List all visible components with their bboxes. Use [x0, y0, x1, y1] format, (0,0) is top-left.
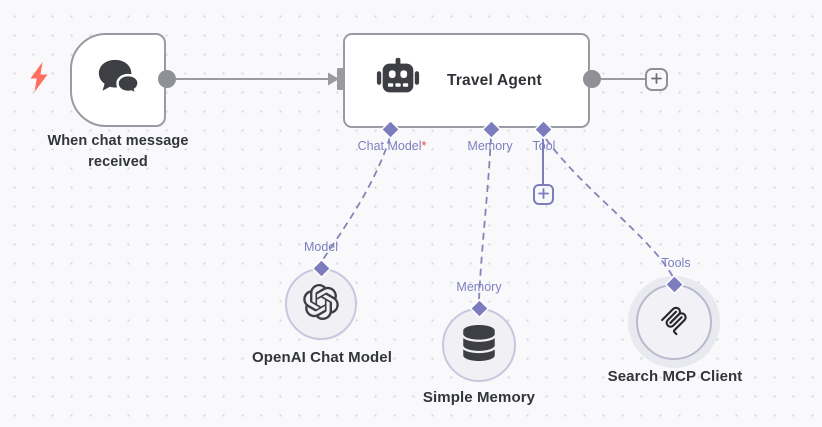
add-tool-button[interactable] — [533, 184, 554, 205]
openai-icon — [303, 283, 339, 325]
node-when-chat-message-received[interactable] — [70, 33, 166, 127]
tools-connector-label: Tools — [661, 256, 691, 270]
lightning-icon — [28, 61, 50, 98]
node-travel-agent[interactable]: Travel Agent — [343, 33, 590, 128]
agent-input-label-tool: Tool — [532, 139, 556, 153]
node-search-mcp-client[interactable] — [636, 284, 712, 360]
trigger-output-handle[interactable] — [158, 70, 176, 88]
mcp-node-label: Search MCP Client — [607, 368, 743, 385]
node-simple-memory[interactable] — [442, 308, 516, 382]
agent-input-label-memory: Memory — [467, 139, 513, 153]
node-openai-chat-model[interactable] — [285, 268, 357, 340]
agent-output-handle[interactable] — [583, 70, 601, 88]
database-icon — [463, 324, 495, 366]
agent-node-title: Travel Agent — [447, 71, 542, 89]
connection-agent-memory — [478, 136, 492, 301]
required-asterisk: * — [421, 139, 427, 153]
add-node-button[interactable] — [645, 68, 668, 91]
openai-node-label: OpenAI Chat Model — [251, 349, 393, 366]
simple-memory-node-label: Simple Memory — [422, 389, 536, 406]
chat-model-label-text: Chat Model — [357, 139, 422, 153]
model-connector-label: Model — [303, 240, 339, 254]
connection-agent-tool — [545, 138, 674, 278]
mcp-icon — [658, 304, 690, 341]
connection-arrowhead — [328, 72, 339, 86]
trigger-node-label: When chat message received — [47, 133, 189, 170]
agent-input-label-chat-model: Chat Model* — [358, 139, 427, 153]
memory-connector-label: Memory — [456, 280, 502, 294]
plus-icon — [538, 186, 549, 204]
plus-icon — [651, 71, 662, 89]
robot-icon — [375, 55, 421, 106]
chat-bubbles-icon — [95, 56, 141, 105]
